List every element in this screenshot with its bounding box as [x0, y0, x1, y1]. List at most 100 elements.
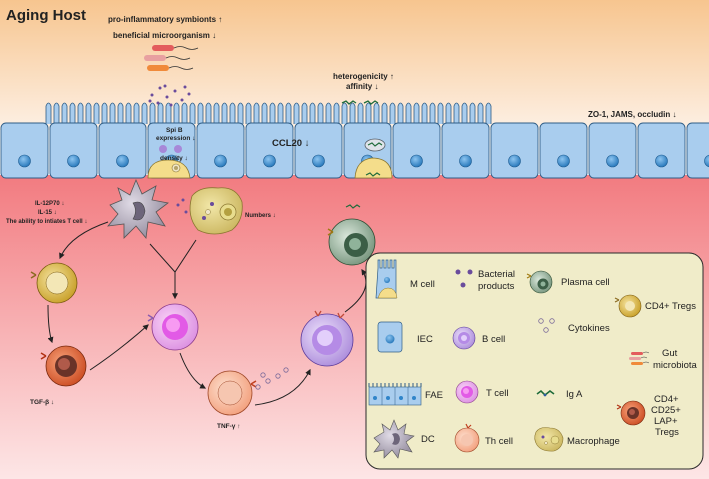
cd4-tregs-cell-lamina — [30, 262, 78, 304]
microvillus — [317, 102, 324, 124]
microvillus — [325, 102, 332, 124]
spib-note: Spi B — [166, 127, 183, 134]
legend-th-cell-icon — [454, 423, 480, 453]
microvillus — [69, 102, 76, 124]
microvillus — [157, 102, 164, 124]
density-note: density ↓ — [160, 155, 188, 162]
microvillus — [205, 102, 212, 124]
epithelial-nucleus — [655, 154, 668, 168]
microvillus — [189, 102, 196, 124]
tnfg-note: TNF-γ ↑ — [217, 423, 240, 430]
microvillus — [469, 102, 476, 124]
tgfb-note: TGF-β ↓ — [30, 399, 54, 406]
legend-macrophage-icon — [534, 427, 564, 452]
microvillus — [85, 102, 92, 124]
microvillus — [173, 102, 180, 124]
microvillus — [381, 102, 388, 124]
microvillus — [269, 102, 276, 124]
expression-note: expression ↓ — [156, 135, 195, 142]
m-cell-pocket — [147, 145, 191, 179]
ccl20-note: CCL20 ↓ — [272, 138, 309, 149]
microvillus — [405, 102, 412, 124]
microvillus — [309, 102, 316, 124]
legend-bcell-label: B cell — [482, 334, 505, 345]
epithelial-nucleus — [410, 154, 423, 168]
microvillus — [341, 102, 348, 124]
legend-thcell-label: Th cell — [485, 436, 513, 447]
legend-cytokines-icon — [538, 318, 555, 333]
th-cell-lamina — [207, 370, 257, 416]
legend-fae-label: FAE — [425, 390, 443, 401]
epithelial-cell — [0, 122, 49, 179]
microvillus — [461, 102, 468, 124]
il15-note: IL-15 ↓ — [38, 210, 57, 216]
pathway-arrows — [47, 221, 368, 406]
microvillus — [141, 102, 148, 124]
legend-fae-icon — [368, 383, 422, 406]
legend-macrophage-label: Macrophage — [567, 436, 620, 447]
microvillus — [389, 102, 396, 124]
microvillus — [421, 102, 428, 124]
microvillus — [133, 102, 140, 124]
microvillus — [213, 102, 220, 124]
iga-symbols-lumen — [341, 100, 379, 105]
legend-tcell-label: T cell — [486, 388, 509, 399]
microvillus — [53, 102, 60, 124]
heterogenicity-note: heterogenicity ↑ — [333, 72, 394, 81]
microvillus — [373, 102, 380, 124]
microvillus — [485, 102, 492, 124]
legend-bacterial-label: Bacterial — [478, 269, 515, 280]
microvillus — [77, 102, 84, 124]
microvillus — [285, 102, 292, 124]
epithelial-macrophage — [354, 138, 393, 179]
legend-dc-label: DC — [421, 434, 435, 445]
epithelial-nucleus — [459, 154, 472, 168]
microvilli — [45, 102, 492, 124]
dendritic-cell — [107, 178, 169, 239]
microvillus — [365, 102, 372, 124]
microvillus — [117, 102, 124, 124]
microvillus — [221, 102, 228, 124]
microvillus — [349, 102, 356, 124]
epithelial-cell — [637, 122, 686, 179]
microvillus — [197, 102, 204, 124]
legend-gut-microbiota-icon — [629, 351, 650, 365]
epithelial-nucleus — [116, 154, 129, 168]
epithelial-cell — [686, 122, 709, 179]
legend-iga-icon — [536, 389, 555, 397]
microvillus — [277, 102, 284, 124]
epithelial-nucleus — [18, 154, 31, 168]
legend-products-label: products — [478, 281, 515, 292]
microvillus — [429, 102, 436, 124]
legend-mcell-icon — [375, 259, 398, 299]
microvillus — [477, 102, 484, 124]
plasma-cell-lamina — [327, 204, 376, 266]
legend-tregs-label: Tregs — [655, 427, 679, 438]
numbers-note: Numbers ↓ — [245, 213, 276, 219]
microvillus — [101, 102, 108, 124]
legend-microbiota-label: microbiota — [653, 360, 698, 371]
epithelial-cell — [49, 122, 98, 179]
legend-cytokines-label: Cytokines — [568, 323, 610, 334]
microvillus — [397, 102, 404, 124]
symbionts-note: pro-inflammatory symbionts ↑ — [108, 15, 222, 24]
epithelial-cell — [392, 122, 441, 179]
legend-bacterial-products-icon — [455, 269, 473, 288]
tcell-init-note: The ability to intiates T cell ↓ — [6, 219, 87, 225]
epithelial-nucleus — [704, 154, 709, 168]
legend-lap-label: LAP+ — [654, 416, 678, 427]
epithelial-nucleus — [508, 154, 521, 168]
legend-iec-icon — [377, 321, 403, 353]
legend-plasma-cell-icon — [526, 270, 553, 294]
epithelial-cell — [539, 122, 588, 179]
microvillus — [245, 102, 252, 124]
microvillus — [61, 102, 68, 124]
microvillus — [437, 102, 444, 124]
epithelial-cell — [441, 122, 490, 179]
legend-dc-icon — [373, 419, 415, 459]
epithelial-nucleus — [606, 154, 619, 168]
microvillus — [125, 102, 132, 124]
epithelial-cell — [196, 122, 245, 179]
legend-cd4-cd25-lap-tregs-icon — [616, 400, 646, 426]
microvillus — [413, 102, 420, 124]
